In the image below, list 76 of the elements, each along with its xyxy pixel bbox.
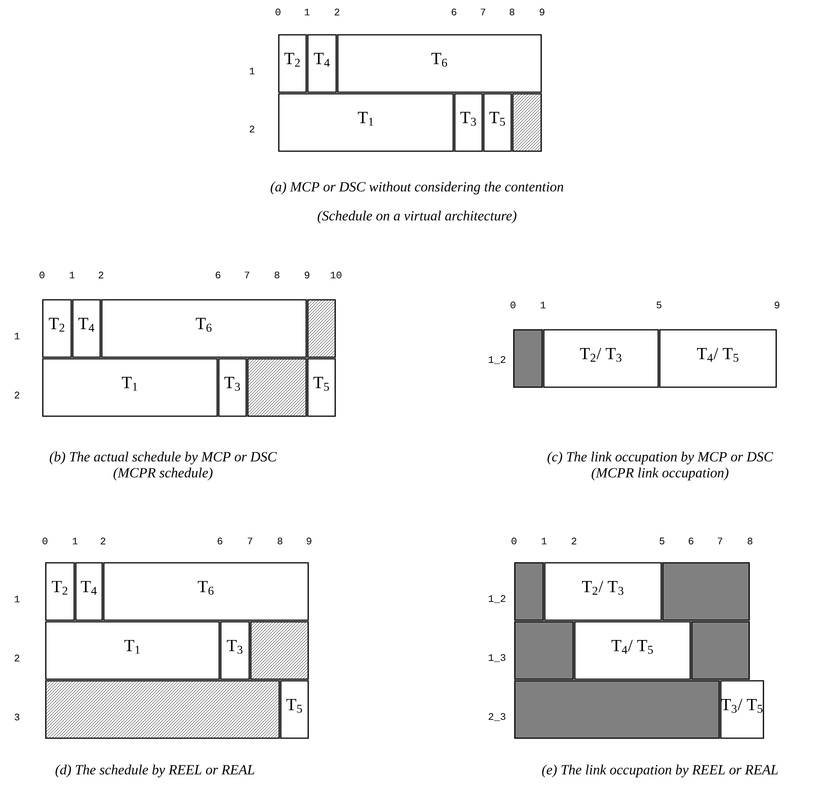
hatched-block	[45, 680, 280, 739]
task-box: T$_{3}$	[220, 621, 250, 680]
task-box: T$_{4}$	[307, 34, 337, 93]
shaded-block	[691, 621, 750, 680]
row-label: 3	[14, 714, 20, 720]
task-box: T$_{2}$	[42, 299, 72, 358]
tick-label: 9	[306, 538, 312, 544]
tick-label: 5	[656, 302, 662, 308]
tick-label: 6	[216, 272, 220, 278]
tick-label: 1	[70, 272, 75, 278]
tick-label: 8	[278, 538, 282, 544]
caption: (e) The link occupation by REEL or REAL	[542, 764, 778, 778]
task-box: T$_{4}$	[75, 562, 103, 621]
tick-label: 1	[72, 538, 78, 544]
caption: (a) MCP or DSC without considering the contention	[270, 182, 564, 194]
task-box: T$_{2}$	[278, 34, 307, 93]
row-label: 1_2	[488, 595, 506, 603]
task-box: T$_{4}$/ T$_{5}$	[574, 621, 691, 680]
task-box: T$_{2}$/ T$_{3}$	[544, 562, 662, 621]
tick-label: 0	[42, 538, 48, 544]
caption: (c) The link occupation by MCP or DSC	[548, 452, 774, 464]
tick-label: 10	[330, 272, 342, 278]
tick-label: 2	[98, 272, 104, 278]
tick-label: 7	[244, 272, 250, 278]
row-label: 2	[250, 126, 254, 132]
hatched-block	[307, 299, 336, 358]
caption: (d) The schedule by REEL or REAL	[56, 764, 254, 778]
task-box: T$_{5}$	[483, 93, 512, 152]
caption: (b) The actual schedule by MCP or DSC	[50, 452, 277, 464]
tick-label: 0	[40, 272, 44, 278]
tick-label: 5	[660, 538, 664, 544]
row-label: 1	[14, 596, 20, 602]
tick-label: 0	[512, 538, 516, 544]
tick-label: 6	[218, 538, 222, 544]
tick-label: 1	[542, 538, 547, 544]
tick-label: 1	[540, 302, 546, 308]
tick-label: 7	[718, 538, 722, 544]
tick-label: 2	[334, 8, 340, 16]
row-label: 2	[14, 392, 20, 398]
task-box: T$_{2}$	[45, 562, 75, 621]
tick-label: 8	[510, 8, 514, 16]
caption: (Schedule on a virtual architecture)	[318, 210, 516, 224]
tick-label: 0	[276, 8, 280, 16]
tick-label: 9	[304, 272, 310, 278]
tick-label: 7	[248, 538, 252, 544]
tick-label: 2	[100, 538, 106, 544]
task-box: T$_{4}$	[72, 299, 101, 358]
tick-label: 7	[480, 8, 486, 16]
tick-label: 8	[748, 538, 752, 544]
tick-label: 0	[510, 302, 516, 308]
task-box: T$_{3}$	[454, 93, 483, 152]
caption: (MCPR link occupation)	[592, 468, 728, 480]
task-box: T$_{5}$	[307, 358, 336, 417]
shaded-block	[514, 562, 544, 621]
row-label: 1_3	[488, 654, 506, 662]
row-label: 1	[14, 332, 20, 340]
row-label: 1	[250, 68, 255, 74]
tick-label: 2	[572, 538, 576, 544]
row-label: 2	[14, 654, 20, 662]
shaded-block	[662, 562, 750, 621]
tick-label: 6	[452, 8, 456, 16]
task-box: T$_{5}$	[280, 680, 309, 739]
tick-label: 1	[304, 8, 310, 16]
shaded-block	[513, 329, 543, 388]
task-box: T$_{3}$	[218, 358, 247, 417]
task-box: T$_{2}$/ T$_{3}$	[543, 329, 659, 388]
tick-label: 6	[688, 538, 694, 544]
tick-label: 9	[540, 8, 544, 16]
hatched-block	[247, 358, 307, 417]
task-box: T$_{4}$/ T$_{5}$	[659, 329, 777, 388]
hatched-block	[512, 93, 542, 152]
caption: (MCPR schedule)	[114, 468, 213, 480]
hatched-block	[250, 621, 309, 680]
row-label: 2_3	[488, 713, 506, 721]
tick-label: 9	[774, 302, 780, 308]
tick-label: 8	[274, 272, 280, 278]
